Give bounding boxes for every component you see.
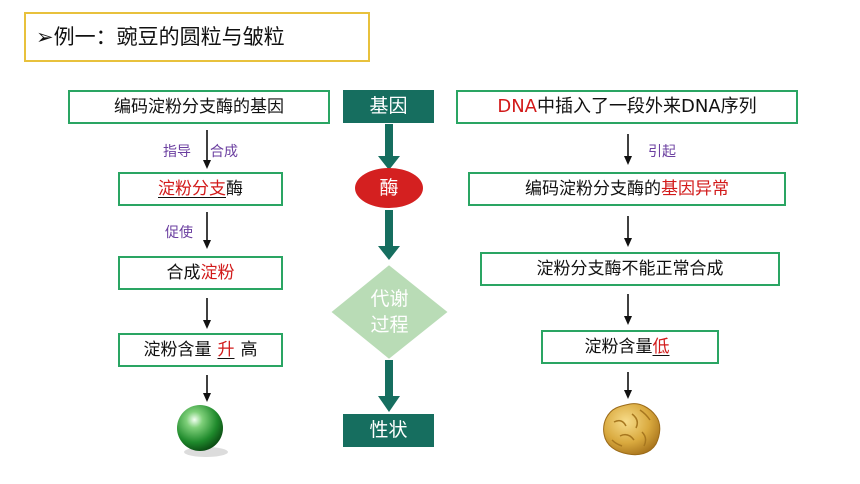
center-process-line1: 代谢 bbox=[370, 288, 409, 310]
left-arrow-1 bbox=[203, 130, 211, 169]
left-box-enzyme-answer: 淀粉分支 bbox=[158, 179, 226, 199]
center-arrow-2 bbox=[378, 210, 400, 260]
right-box-content-red: 低 bbox=[652, 337, 670, 357]
left-box-starch-red: 淀粉 bbox=[200, 263, 235, 283]
wrinkled-pea-icon bbox=[603, 403, 661, 456]
left-label-guide: 指导 bbox=[163, 144, 191, 160]
left-arrow-4 bbox=[203, 375, 211, 402]
right-box-dna-rest: 中插入了一段外来DNA序列 bbox=[537, 96, 757, 117]
right-box-gene-abnormal-prefix: 编码淀粉分支酶的 bbox=[525, 179, 661, 199]
left-arrow-3 bbox=[203, 298, 211, 329]
right-box-content-prefix: 淀粉含量 bbox=[584, 337, 653, 357]
right-box-gene-abnormal-red: 基因异常 bbox=[661, 179, 729, 199]
left-box-content-prefix: 淀粉含量 bbox=[143, 340, 212, 360]
center-enzyme-label: 酶 bbox=[379, 177, 399, 199]
left-box-starch: 合成淀粉 bbox=[118, 256, 283, 290]
center-arrow-1 bbox=[378, 124, 400, 170]
left-box-content-suffix: 高 bbox=[240, 340, 258, 360]
center-arrow-3 bbox=[378, 360, 400, 412]
right-box-gene-abnormal: 编码淀粉分支酶的基因异常 bbox=[468, 172, 786, 206]
right-arrow-4 bbox=[624, 372, 632, 399]
left-box-gene: 编码淀粉分支酶的基因 bbox=[68, 90, 330, 124]
left-arrow-2 bbox=[203, 212, 211, 249]
left-box-starch-prefix: 合成 bbox=[166, 263, 201, 283]
right-arrow-2 bbox=[624, 216, 632, 247]
center-process-line2: 过程 bbox=[370, 314, 409, 336]
left-box-enzyme: 淀粉分支酶 bbox=[118, 172, 283, 206]
center-process-label: 代谢 过程 bbox=[327, 286, 452, 338]
right-box-content: 淀粉含量低 bbox=[541, 330, 719, 364]
center-enzyme-ellipse bbox=[355, 168, 423, 208]
round-pea-icon bbox=[177, 405, 228, 457]
right-box-dna: DNA中插入了一段外来DNA序列 bbox=[456, 90, 798, 124]
right-arrow-3 bbox=[624, 294, 632, 325]
left-label-synthesize: 合成 bbox=[210, 144, 238, 160]
center-gene-box: 基因 bbox=[343, 90, 434, 123]
right-box-dna-red: DNA bbox=[497, 96, 537, 117]
right-arrow-1 bbox=[624, 134, 632, 165]
center-trait-box: 性状 bbox=[343, 414, 434, 447]
left-box-content: 淀粉含量升高 bbox=[118, 333, 283, 367]
left-box-content-answer: 升 bbox=[217, 340, 235, 360]
right-box-enzyme-fail: 淀粉分支酶不能正常合成 bbox=[480, 252, 780, 286]
page-title: ➢例一：豌豆的圆粒与皱粒 bbox=[24, 12, 370, 62]
left-box-enzyme-suffix: 酶 bbox=[226, 179, 243, 199]
right-label-cause: 引起 bbox=[648, 144, 676, 160]
left-label-promote: 促使 bbox=[165, 225, 193, 241]
